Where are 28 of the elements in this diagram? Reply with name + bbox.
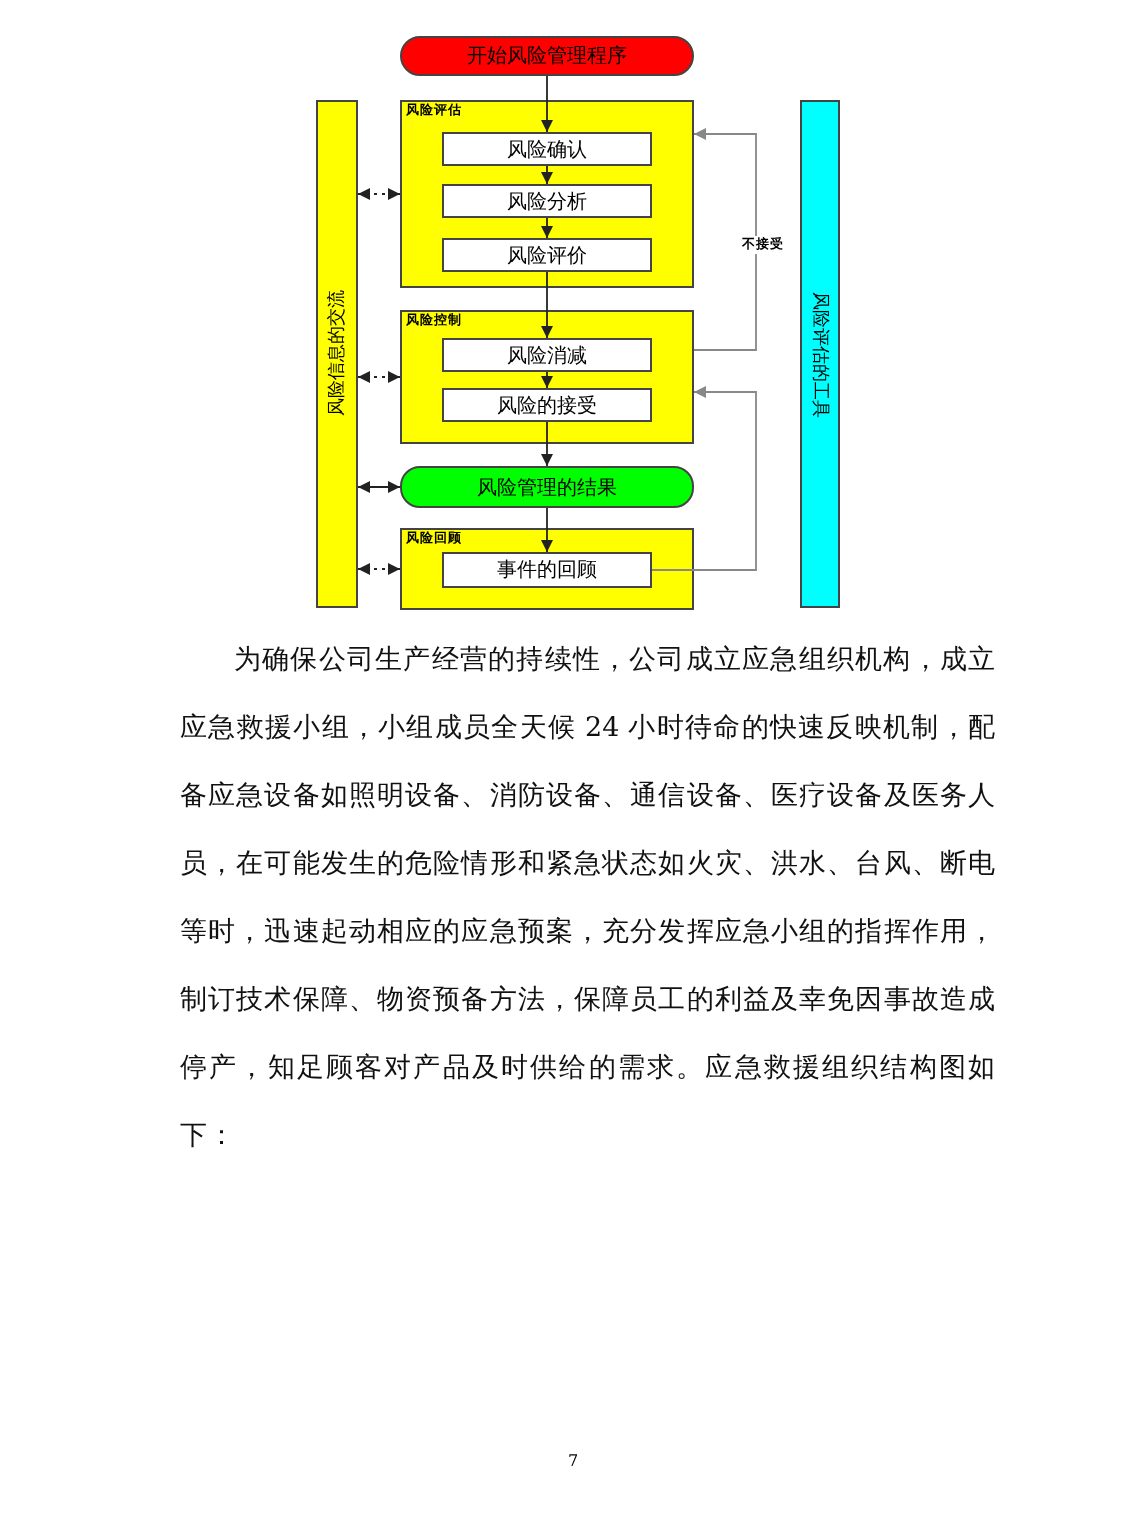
body-paragraph: 为确保公司生产经营的持续性，公司成立应急组织机构，成立应急救援小组，小组成员全天候 24 小时待命的快速反映机制，配备应急设备如照明设备、消防设备、通信设备、医疗设备及医务人员，在可能发生的危险情形和紧急状态如火灾、洪水、台风、断电等时，迅速起动相应的应急预案，充分发挥应急小组的指挥作用，制订技术保障、物资预备方法，保障员工的利益及幸免因事故造成停产，知足顾客对产品及时供给的需求。应急救援组织结构图如下： (180, 642, 996, 1156)
arrow (651, 386, 757, 571)
process-box: 风险评价 (442, 238, 652, 272)
arrow (541, 371, 553, 389)
arrow (357, 188, 401, 200)
process-box: 风险消减 (442, 338, 652, 372)
arrow (357, 481, 401, 493)
arrow (541, 217, 553, 239)
arrow (541, 75, 553, 133)
side-bar: 风险评估的工具 (800, 100, 840, 608)
page-number: 7 (568, 1452, 579, 1470)
arrow (541, 507, 553, 553)
group-box (400, 310, 694, 444)
arrow (357, 371, 401, 383)
process-box: 事件的回顾 (442, 552, 652, 588)
start-terminal: 开始风险管理程序 (400, 36, 694, 76)
group-box (400, 528, 694, 610)
process-box: 风险的接受 (442, 388, 652, 422)
process-box: 风险分析 (442, 184, 652, 218)
arrow (541, 421, 553, 467)
arrow (541, 165, 553, 185)
process-box: 风险确认 (442, 132, 652, 166)
arrow (357, 563, 401, 575)
arrow (693, 128, 757, 351)
group-box (400, 100, 694, 288)
arrow (541, 271, 553, 339)
side-bar: 风险信息的交流 (316, 100, 358, 608)
result-terminal: 风险管理的结果 (400, 466, 694, 508)
